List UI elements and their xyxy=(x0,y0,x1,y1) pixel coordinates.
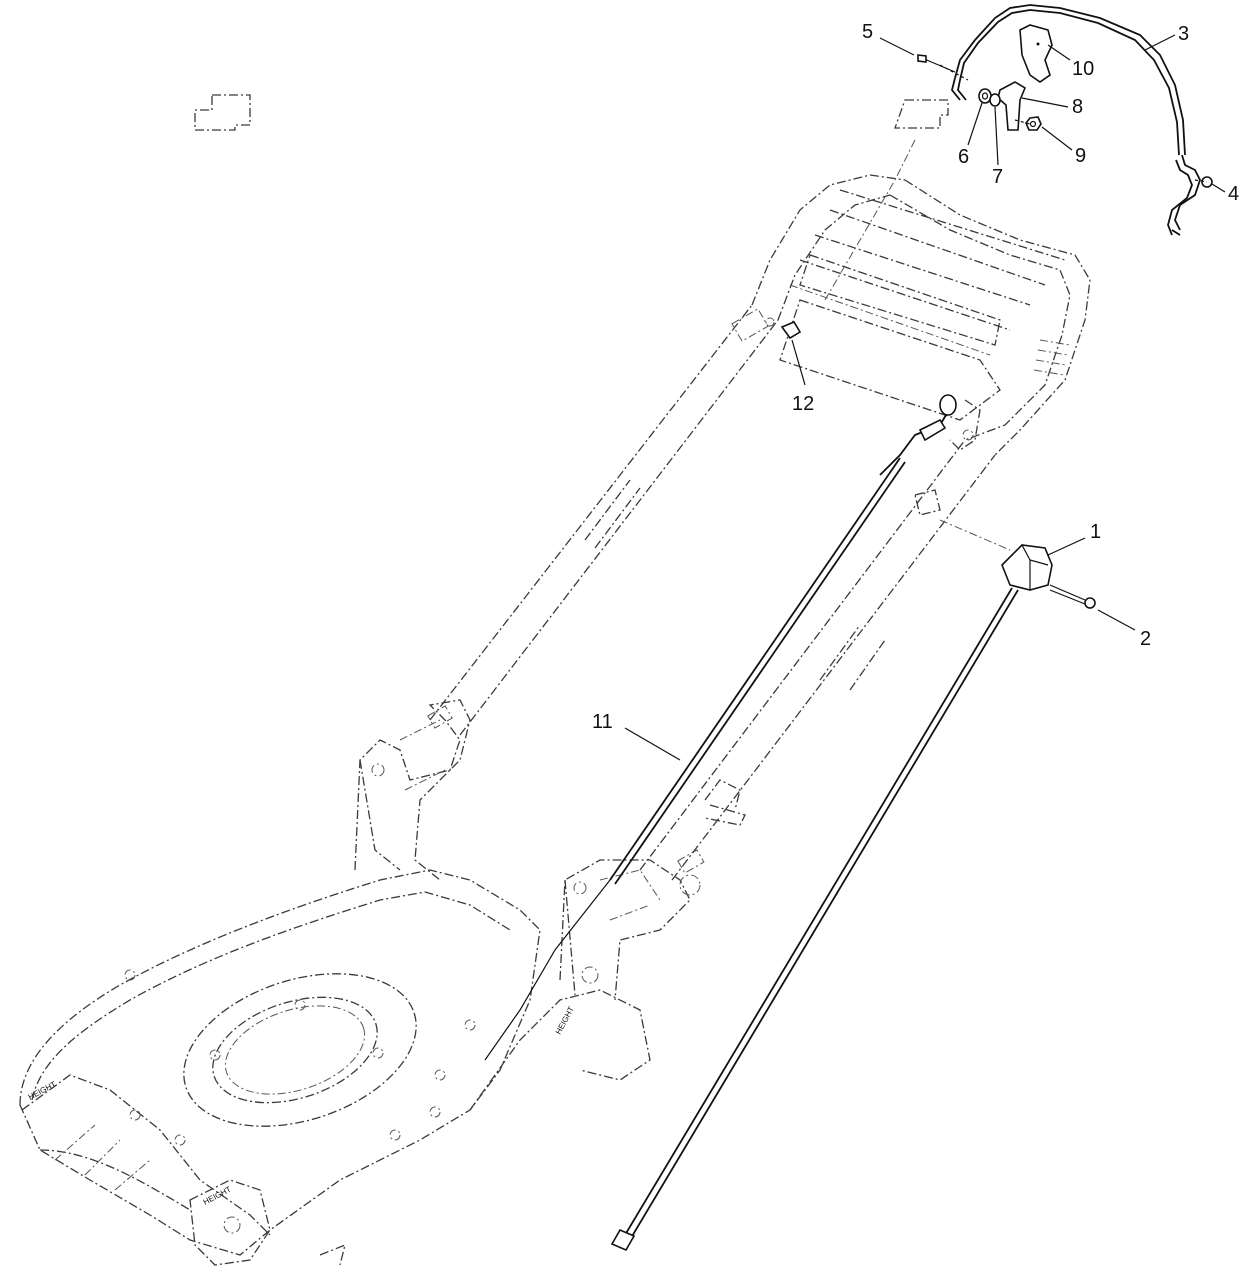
bolt-part-2 xyxy=(1049,584,1096,609)
bolt-part-5 xyxy=(917,54,969,81)
knob-part-12 xyxy=(780,320,802,340)
handle-frame-phantom xyxy=(429,174,1091,881)
callout-11: 11 xyxy=(592,711,613,733)
deck-height-marking-rear: HEIGHT xyxy=(202,1185,233,1207)
spacer-part-7 xyxy=(989,93,1001,107)
washer-part-6 xyxy=(978,88,992,104)
callouts: 1 2 3 4 5 6 7 8 9 10 11 12 xyxy=(592,21,1239,761)
control-box-part-1 xyxy=(939,519,1053,591)
control-cable xyxy=(610,587,1019,1252)
clip-part-4 xyxy=(1194,176,1213,188)
callout-12: 12 xyxy=(792,393,814,415)
deck-height-marking-side: HEIGHT xyxy=(554,1005,576,1036)
cable-part-11 xyxy=(484,394,957,1061)
lever-part-8 xyxy=(997,81,1027,131)
callout-9: 9 xyxy=(1075,145,1086,167)
bail-bar-part-3 xyxy=(951,4,1201,236)
callout-5: 5 xyxy=(862,21,873,43)
decal-part-10 xyxy=(1019,24,1053,83)
callout-2: 2 xyxy=(1140,628,1151,650)
callout-4: 4 xyxy=(1228,183,1239,205)
nut-part-9 xyxy=(1014,116,1042,131)
mower-deck-phantom: HEIGHT HEIGHT HEIGHT xyxy=(19,869,651,1266)
callout-1: 1 xyxy=(1090,521,1101,543)
callout-8: 8 xyxy=(1072,96,1083,118)
left-height-bracket-phantom xyxy=(354,699,471,881)
callout-3: 3 xyxy=(1178,23,1189,45)
right-height-bracket-phantom xyxy=(559,804,746,1001)
deck-height-marking-front: HEIGHT xyxy=(27,1080,58,1102)
callout-10: 10 xyxy=(1072,58,1094,80)
callout-6: 6 xyxy=(958,146,969,168)
callout-7: 7 xyxy=(992,166,1003,188)
bail-mount-phantom xyxy=(194,94,949,301)
